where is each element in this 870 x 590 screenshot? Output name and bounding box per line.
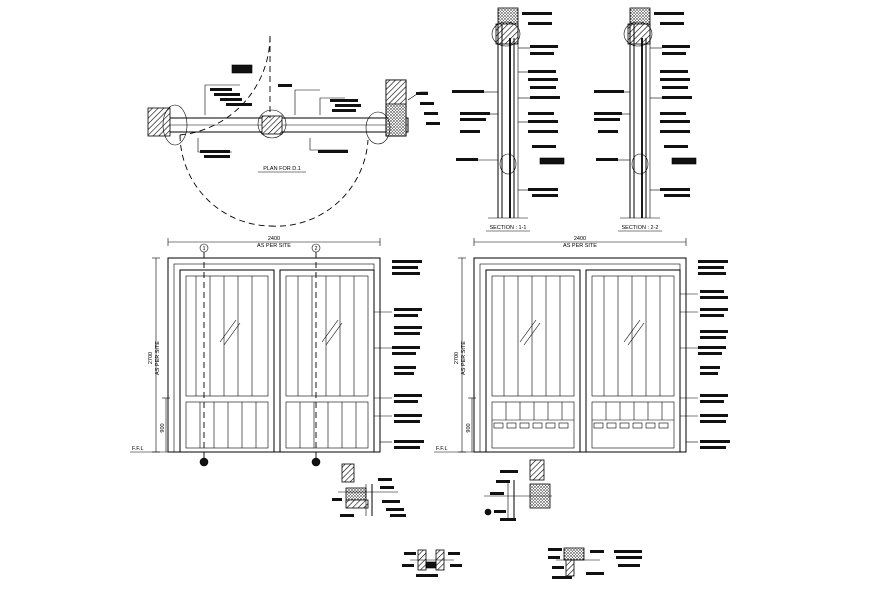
plan-left-jamb: [147, 107, 171, 137]
detail-d: [548, 547, 642, 579]
door-plan-view: PLAN FOR D.1: [147, 35, 440, 227]
svg-text:2: 2: [314, 246, 317, 252]
elev-right-leaf-1: [485, 269, 581, 453]
section-marker-2-bottom: [311, 457, 321, 467]
detail-c: [402, 549, 462, 577]
section-2-2: SECTION : 2-2: [594, 7, 697, 232]
section-1-1-tags: [452, 12, 565, 197]
elev-right-width-note: AS PER SITE: [563, 243, 597, 249]
detail-b: [484, 459, 552, 521]
section-2-2-title: SECTION : 2-2: [622, 225, 659, 231]
elev-right-height-dim: 2700: [454, 352, 460, 364]
elev-right-leaf-1-louvers: [493, 422, 569, 429]
plan-swing-arc-right: [269, 139, 369, 227]
plan-title: PLAN FOR D.1: [263, 166, 301, 172]
elev-left-ffl-label: F.F.L: [132, 446, 144, 452]
plan-detail-circle-center: [257, 109, 287, 139]
elev-right-ffl-label: F.F.L: [436, 446, 448, 452]
elev-left-width-note: AS PER SITE: [257, 243, 291, 249]
svg-text:1: 1: [202, 246, 205, 252]
elev-right-width-dim: 2400: [574, 236, 586, 242]
elev-left-width-dim: 2400: [268, 236, 280, 242]
elev-left-lower-dim: 900: [160, 423, 166, 432]
plan-detail-circle-left: [162, 104, 188, 146]
door-elevation-right: 2400 AS PER SITE: [434, 236, 730, 453]
elev-right-tags: [680, 260, 730, 449]
section-marker-1-bottom: [199, 457, 209, 467]
door-elevation-left: 2400 AS PER SITE 1 2: [130, 236, 424, 467]
elev-left-leaf-1: [179, 269, 275, 453]
elev-right-leaf-2: [585, 269, 681, 453]
section-1-1-title: SECTION : 1-1: [490, 225, 527, 231]
plan-detail-circle-right: [365, 111, 391, 145]
elev-right-lower-dim: 900: [466, 423, 472, 432]
elev-left-tags: [374, 260, 424, 449]
detail-a: [332, 463, 406, 517]
elev-right-leaf-2-louvers: [593, 422, 669, 429]
section-1-1: SECTION : 1-1: [452, 7, 565, 232]
elev-left-height-note: AS PER SITE: [155, 341, 161, 375]
section-2-2-tags: [594, 12, 697, 197]
elev-left-leaf-2: [279, 269, 375, 453]
elev-right-height-note: AS PER SITE: [461, 341, 467, 375]
elev-left-height-dim: 2700: [148, 352, 154, 364]
plan-center-mullion: [261, 115, 283, 135]
plan-leader-tags: [197, 64, 440, 158]
plan-swing-arc-left: [179, 35, 271, 136]
